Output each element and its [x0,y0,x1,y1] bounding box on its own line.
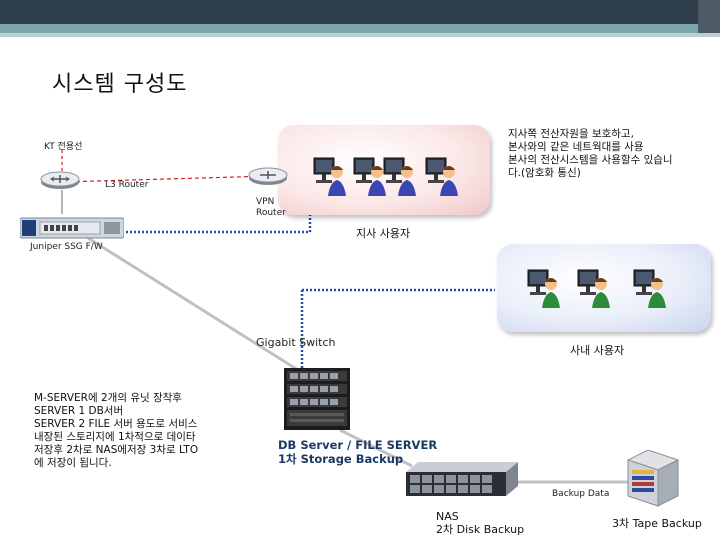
server-note: M-SERVER에 2개의 유닛 장착후 SERVER 1 DB서버 SERVE… [34,392,198,470]
vpn-label-line1: VPN [256,197,275,207]
nas-label-line2: 2차 Disk Backup [436,523,525,536]
branch-user-1 [312,156,346,196]
gray-link-server-nas [339,428,413,468]
server-title-line: DB Server / FILE SERVER [278,438,438,452]
gray-link-firewall-switch [87,236,299,372]
tape-library-icon [622,450,680,508]
server-rack-icon [284,368,350,430]
internal-user-2 [576,268,610,308]
server-title: DB Server / FILE SERVER 1차 Storage Backu… [278,438,437,466]
server-note-line: M-SERVER에 2개의 유닛 장착후 [34,392,182,404]
internal-user-3 [632,268,666,308]
branch-note-line: 본사의 전산시스템을 사용할수 있습니 [508,154,673,166]
backup-data-label: Backup Data [552,489,610,499]
red-link-l3-vpn [61,175,271,183]
kt-line-label: KT 전용선 [44,142,83,152]
header-bar [0,0,720,24]
branch-note-line: 다.(암호화 통신) [508,167,581,179]
server-note-line: 저장후 2차로 NAS에저장 3차로 LTO [34,444,199,456]
tape-label: 3차 Tape Backup [612,517,702,530]
l3-router-label: L3 Router [105,180,149,190]
header-corner-block [698,0,720,33]
server-note-line: 에 저장이 됩니다. [34,457,112,469]
branch-note: 지사쪽 전산자원을 보호하고, 본사와의 같은 네트웍대를 사용 본사의 전산시… [508,128,673,180]
header-divider [0,33,720,37]
firewall-icon [20,214,124,240]
branch-user-3 [382,156,416,196]
nas-device-icon [406,462,518,496]
vpn-label-line2: Router [256,208,286,218]
header-accent-bar [0,24,720,33]
server-note-line: SERVER 1 DB서버 [34,405,124,417]
branch-users-label: 지사 사용자 [356,227,411,240]
vpn-router-label: VPN Router [256,197,286,219]
server-title-line: 1차 Storage Backup [278,452,404,466]
slide-title: 시스템 구성도 [52,72,188,97]
server-note-line: SERVER 2 FILE 서버 용도로 서비스 [34,418,198,430]
gigabit-switch-label: Gigabit Switch [256,336,336,349]
branch-user-2 [352,156,386,196]
branch-note-line: 지사쪽 전산자원을 보호하고, [508,128,634,140]
firewall-label: Juniper SSG F/W [30,242,103,252]
branch-note-line: 본사와의 같은 네트웍대를 사용 [508,141,644,153]
nas-label: NAS 2차 Disk Backup [436,510,524,536]
l3-router-icon [40,170,80,190]
internal-users-label: 사내 사용자 [570,344,625,357]
branch-user-4 [424,156,458,196]
internal-user-1 [526,268,560,308]
nas-label-line1: NAS [436,510,459,523]
server-note-line: 내장된 스토리지에 1차적으로 데이타 [34,431,196,443]
vpn-router-icon [248,166,288,186]
